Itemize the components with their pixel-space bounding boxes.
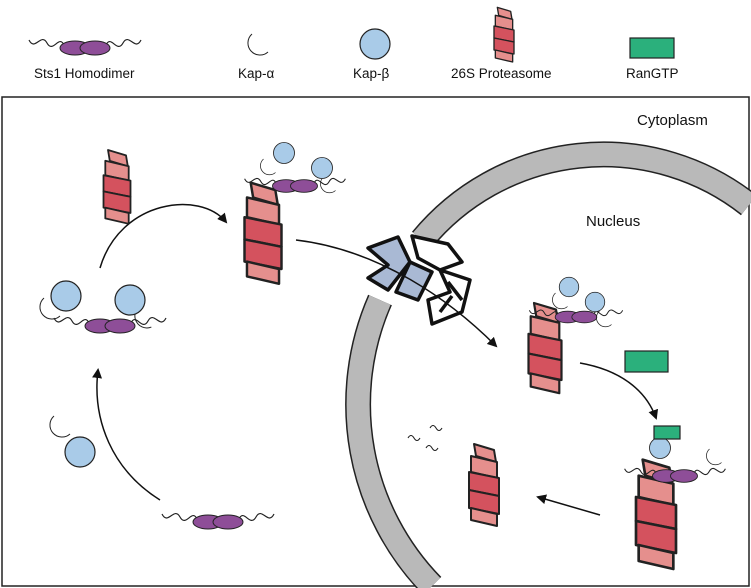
rangtp-release-complex <box>624 425 726 571</box>
legend-kap-beta-icon <box>359 28 391 60</box>
arrow-recycling <box>92 368 161 501</box>
degraded-sts1-fragments-icon <box>407 424 443 452</box>
rangtp-icon <box>624 350 669 373</box>
kap-beta-icon <box>50 280 82 312</box>
cytoplasm-label: Cytoplasm <box>637 112 708 129</box>
arrow-release <box>536 494 601 516</box>
nuclear-envelope <box>345 141 751 588</box>
nuclear-pore-complex-icon <box>366 234 472 326</box>
released-proteasome-icon <box>468 443 500 527</box>
legend: Sts1 Homodimer Kap-α Kap-β 26S Proteasom… <box>28 6 679 81</box>
legend-26s-proteasome-label: 26S Proteasome <box>451 66 552 81</box>
legend-sts1-label: Sts1 Homodimer <box>34 66 135 81</box>
legend-sts1-homodimer-icon <box>28 38 142 56</box>
legend-kap-alpha-label: Kap-α <box>238 66 275 81</box>
arrow-rangtp-binding <box>579 362 659 420</box>
kap-beta-icon <box>114 284 146 316</box>
cell-panel: Cytoplasm Nucleus <box>1 96 751 588</box>
legend-kap-beta-label: Kap-β <box>353 66 390 81</box>
legend-kap-alpha-icon <box>247 33 269 56</box>
kap-beta-icon <box>273 142 295 164</box>
pathway-arrows <box>92 203 659 516</box>
kap-beta-icon <box>558 276 580 298</box>
kap-beta-icon <box>584 291 606 313</box>
arrow-assembly-to-proteasome <box>99 203 228 269</box>
nucleus-label: Nucleus <box>586 213 640 230</box>
arrow-nuclear-import <box>295 239 498 348</box>
rangtp-icon <box>653 425 681 440</box>
free-kap-beta-icon <box>64 436 96 468</box>
proteasome-icon <box>243 181 283 286</box>
legend-rangtp-icon <box>629 37 675 59</box>
legend-26s-proteasome-icon <box>493 6 515 63</box>
kap-beta-icon <box>311 157 333 179</box>
kap-beta-icon <box>649 437 671 459</box>
free-proteasome-icon <box>102 149 132 225</box>
legend-rangtp-label: RanGTP <box>626 66 679 81</box>
